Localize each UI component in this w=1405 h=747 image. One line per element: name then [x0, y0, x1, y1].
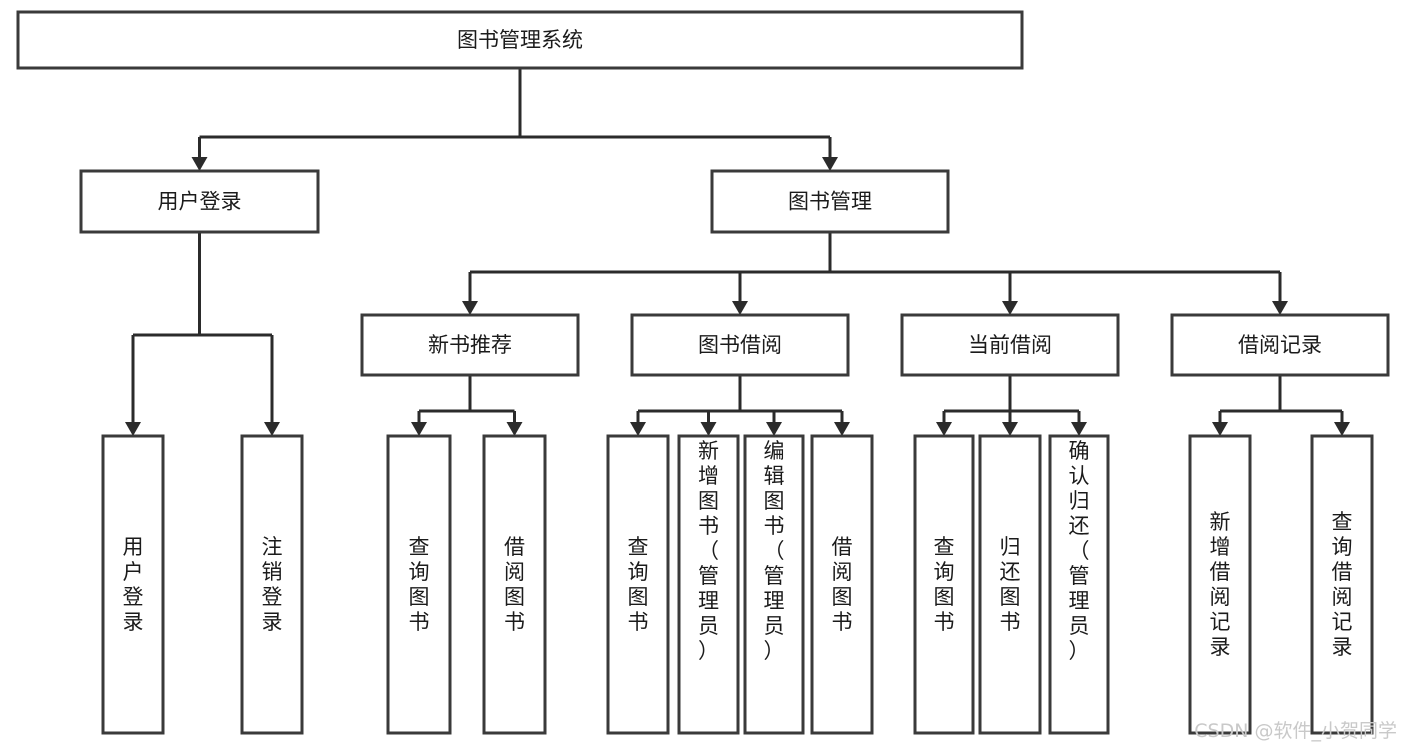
arrow-head: [822, 157, 838, 171]
node-label-new-book-rec: 新书推荐: [428, 333, 512, 357]
arrow-head: [191, 157, 208, 171]
arrow-head: [700, 422, 717, 436]
node-borrow-record[interactable]: 借阅记录: [1170, 313, 1390, 377]
arrow-head: [462, 301, 478, 315]
node-leaf-add-book[interactable]: 新增图书（管理员）: [677, 434, 740, 735]
node-box-book-manage: [710, 169, 950, 234]
arrow-head: [936, 422, 952, 436]
node-label-leaf-add-record: 新增借阅记录: [1210, 510, 1231, 659]
arrow-head: [125, 422, 141, 436]
node-leaf-add-record[interactable]: 新增借阅记录: [1188, 434, 1252, 735]
node-label-leaf-confirm-return: 确认归还（管理员）: [1069, 439, 1090, 663]
node-box-leaf-query-book-rec: [386, 434, 452, 735]
arrow-head: [834, 422, 850, 436]
node-box-new-book-rec: [360, 313, 580, 377]
node-leaf-borrow-book-rec[interactable]: 借阅图书: [482, 434, 547, 735]
node-box-user-login: [79, 169, 320, 234]
node-label-leaf-user-logout: 注销登录: [262, 535, 283, 634]
node-box-leaf-borrow-book: [810, 434, 874, 735]
node-leaf-return-book[interactable]: 归还图书: [978, 434, 1042, 735]
node-book-manage[interactable]: 图书管理: [710, 169, 950, 234]
arrow-head: [1334, 422, 1350, 436]
node-book-borrow[interactable]: 图书借阅: [630, 313, 850, 377]
node-leaf-user-login[interactable]: 用户登录: [101, 434, 165, 735]
node-label-leaf-return-book: 归还图书: [1000, 535, 1021, 634]
node-label-leaf-query-book-rec: 查询图书: [409, 535, 430, 634]
arrow-head: [1002, 301, 1018, 315]
node-leaf-query-book-cur[interactable]: 查询图书: [913, 434, 975, 735]
node-label-leaf-user-login: 用户登录: [123, 535, 144, 634]
node-box-leaf-user-logout: [240, 434, 304, 735]
node-label-leaf-edit-book: 编辑图书（管理员）: [764, 439, 785, 663]
connector-edges: [125, 68, 1350, 436]
node-box-leaf-query-book-cur: [913, 434, 975, 735]
arrow-head: [1002, 422, 1018, 436]
node-box-leaf-add-record: [1188, 434, 1252, 735]
node-box-leaf-query-book-borrow: [606, 434, 670, 735]
node-leaf-query-record[interactable]: 查询借阅记录: [1310, 434, 1374, 735]
node-label-leaf-borrow-book-rec: 借阅图书: [504, 535, 525, 634]
node-user-login[interactable]: 用户登录: [79, 169, 320, 234]
arrow-head: [1272, 301, 1288, 315]
node-box-book-borrow: [630, 313, 850, 377]
arrow-head: [1212, 422, 1228, 436]
node-box-leaf-add-book: [677, 434, 740, 735]
node-label-leaf-borrow-book: 借阅图书: [832, 535, 853, 634]
node-label-root: 图书管理系统: [457, 28, 583, 52]
node-label-leaf-query-book-borrow: 查询图书: [628, 535, 649, 634]
node-label-current-borrow: 当前借阅: [968, 333, 1052, 357]
node-leaf-query-book-borrow[interactable]: 查询图书: [606, 434, 670, 735]
node-box-leaf-user-login: [101, 434, 165, 735]
node-box-borrow-record: [1170, 313, 1390, 377]
node-leaf-query-book-rec[interactable]: 查询图书: [386, 434, 452, 735]
node-leaf-confirm-return[interactable]: 确认归还（管理员）: [1048, 434, 1110, 735]
node-leaf-user-logout[interactable]: 注销登录: [240, 434, 304, 735]
node-root[interactable]: 图书管理系统: [16, 10, 1024, 70]
node-label-user-login: 用户登录: [158, 190, 242, 214]
node-leaf-borrow-book[interactable]: 借阅图书: [810, 434, 874, 735]
arrow-head: [732, 301, 748, 315]
arrow-head: [411, 422, 427, 436]
arrow-head: [264, 422, 280, 436]
node-new-book-rec[interactable]: 新书推荐: [360, 313, 580, 377]
node-current-borrow[interactable]: 当前借阅: [900, 313, 1120, 377]
node-label-leaf-add-book: 新增图书（管理员）: [698, 439, 719, 663]
node-box-leaf-edit-book: [743, 434, 805, 735]
node-box-leaf-return-book: [978, 434, 1042, 735]
node-box-root: [16, 10, 1024, 70]
arrow-head: [506, 422, 523, 436]
arrow-head: [630, 422, 646, 436]
node-label-leaf-query-book-cur: 查询图书: [934, 535, 955, 634]
node-box-leaf-confirm-return: [1048, 434, 1110, 735]
arrow-head: [1071, 422, 1087, 436]
node-label-book-borrow: 图书借阅: [698, 333, 782, 357]
node-leaf-edit-book[interactable]: 编辑图书（管理员）: [743, 434, 805, 735]
node-box-current-borrow: [900, 313, 1120, 377]
node-label-book-manage: 图书管理: [788, 190, 872, 214]
node-label-leaf-query-record: 查询借阅记录: [1332, 510, 1353, 659]
node-boxes: 图书管理系统用户登录图书管理新书推荐图书借阅当前借阅借阅记录用户登录注销登录查询…: [16, 10, 1390, 735]
arrow-head: [766, 422, 782, 436]
node-label-borrow-record: 借阅记录: [1238, 333, 1322, 357]
node-box-leaf-query-record: [1310, 434, 1374, 735]
node-box-leaf-borrow-book-rec: [482, 434, 547, 735]
